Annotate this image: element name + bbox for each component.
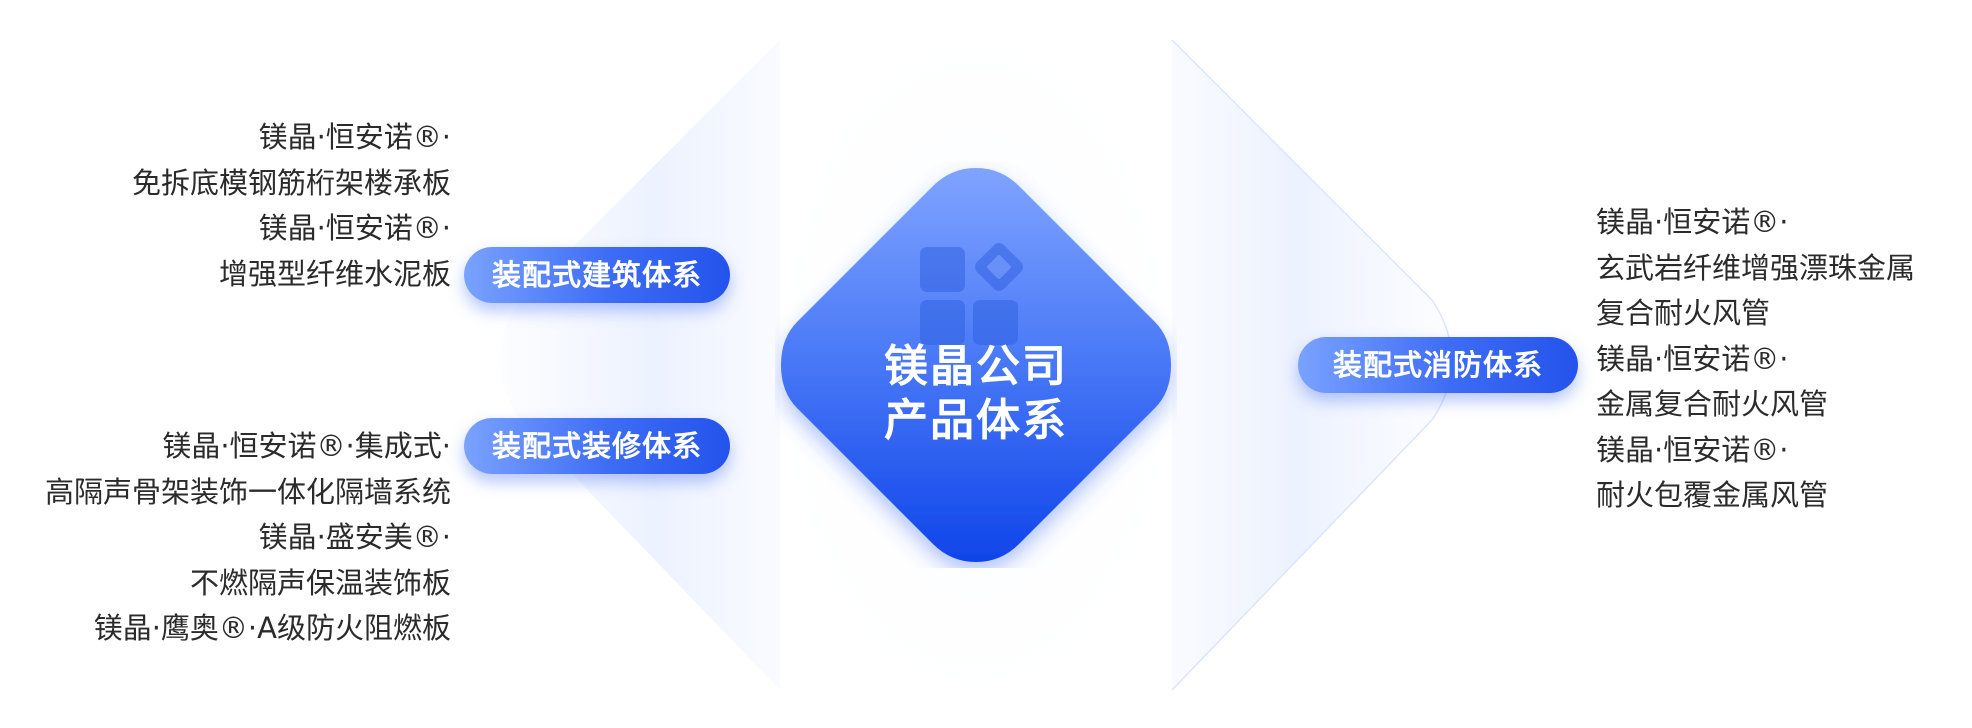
- list-item: 镁晶·恒安诺®·: [1596, 432, 1789, 467]
- build-product-list: 镁晶·恒安诺®· 免拆底模钢筋桁架楼承板 镁晶·恒安诺®· 增强型纤维水泥板: [132, 115, 451, 297]
- fire-product-list: 镁晶·恒安诺®· 玄武岩纤维增强漂珠金属 复合耐火风管 镁晶·恒安诺®· 金属复…: [1596, 200, 1915, 519]
- list-item: 镁晶·恒安诺®·: [1596, 341, 1789, 376]
- center-title-line2: 产品体系: [884, 395, 1068, 446]
- list-item: 镁晶·恒安诺®·: [258, 211, 451, 245]
- list-item: 镁晶·恒安诺®·: [258, 120, 451, 154]
- deco-product-list: 镁晶·恒安诺®·集成式· 高隔声骨架装饰一体化隔墙系统 镁晶·盛安美®· 不燃隔…: [45, 424, 451, 652]
- list-item: 不燃隔声保温装饰板: [189, 565, 451, 600]
- list-item: 镁晶·盛安美®·: [258, 520, 451, 554]
- list-item: 玄武岩纤维增强漂珠金属: [1596, 250, 1916, 285]
- list-item: 镁晶·恒安诺®·: [1596, 205, 1789, 239]
- branch-deco-pill: 装配式装修体系: [464, 418, 730, 474]
- left-halo-shape: [500, 40, 780, 690]
- list-item: 免拆底模钢筋桁架楼承板: [131, 165, 451, 200]
- list-item: 镁晶·鹰奥®·A级防火阻燃板: [93, 611, 451, 645]
- branch-fire-pill: 装配式消防体系: [1298, 337, 1578, 393]
- center-node: 镁晶公司 产品体系: [775, 162, 1177, 568]
- list-item: 增强型纤维水泥板: [218, 256, 451, 291]
- list-item: 复合耐火风管: [1596, 296, 1771, 330]
- list-item: 高隔声骨架装饰一体化隔墙系统: [44, 474, 451, 509]
- list-item: 金属复合耐火风管: [1596, 387, 1829, 421]
- list-item: 镁晶·恒安诺®·集成式·: [162, 429, 451, 463]
- list-item: 耐火包覆金属风管: [1596, 478, 1829, 512]
- center-diamond: [781, 168, 1171, 562]
- center-title: 镁晶公司 产品体系: [775, 340, 1177, 448]
- center-title-line1: 镁晶公司: [884, 341, 1068, 392]
- grid-apps-icon: [920, 243, 1023, 345]
- branch-build-pill: 装配式建筑体系: [464, 247, 730, 303]
